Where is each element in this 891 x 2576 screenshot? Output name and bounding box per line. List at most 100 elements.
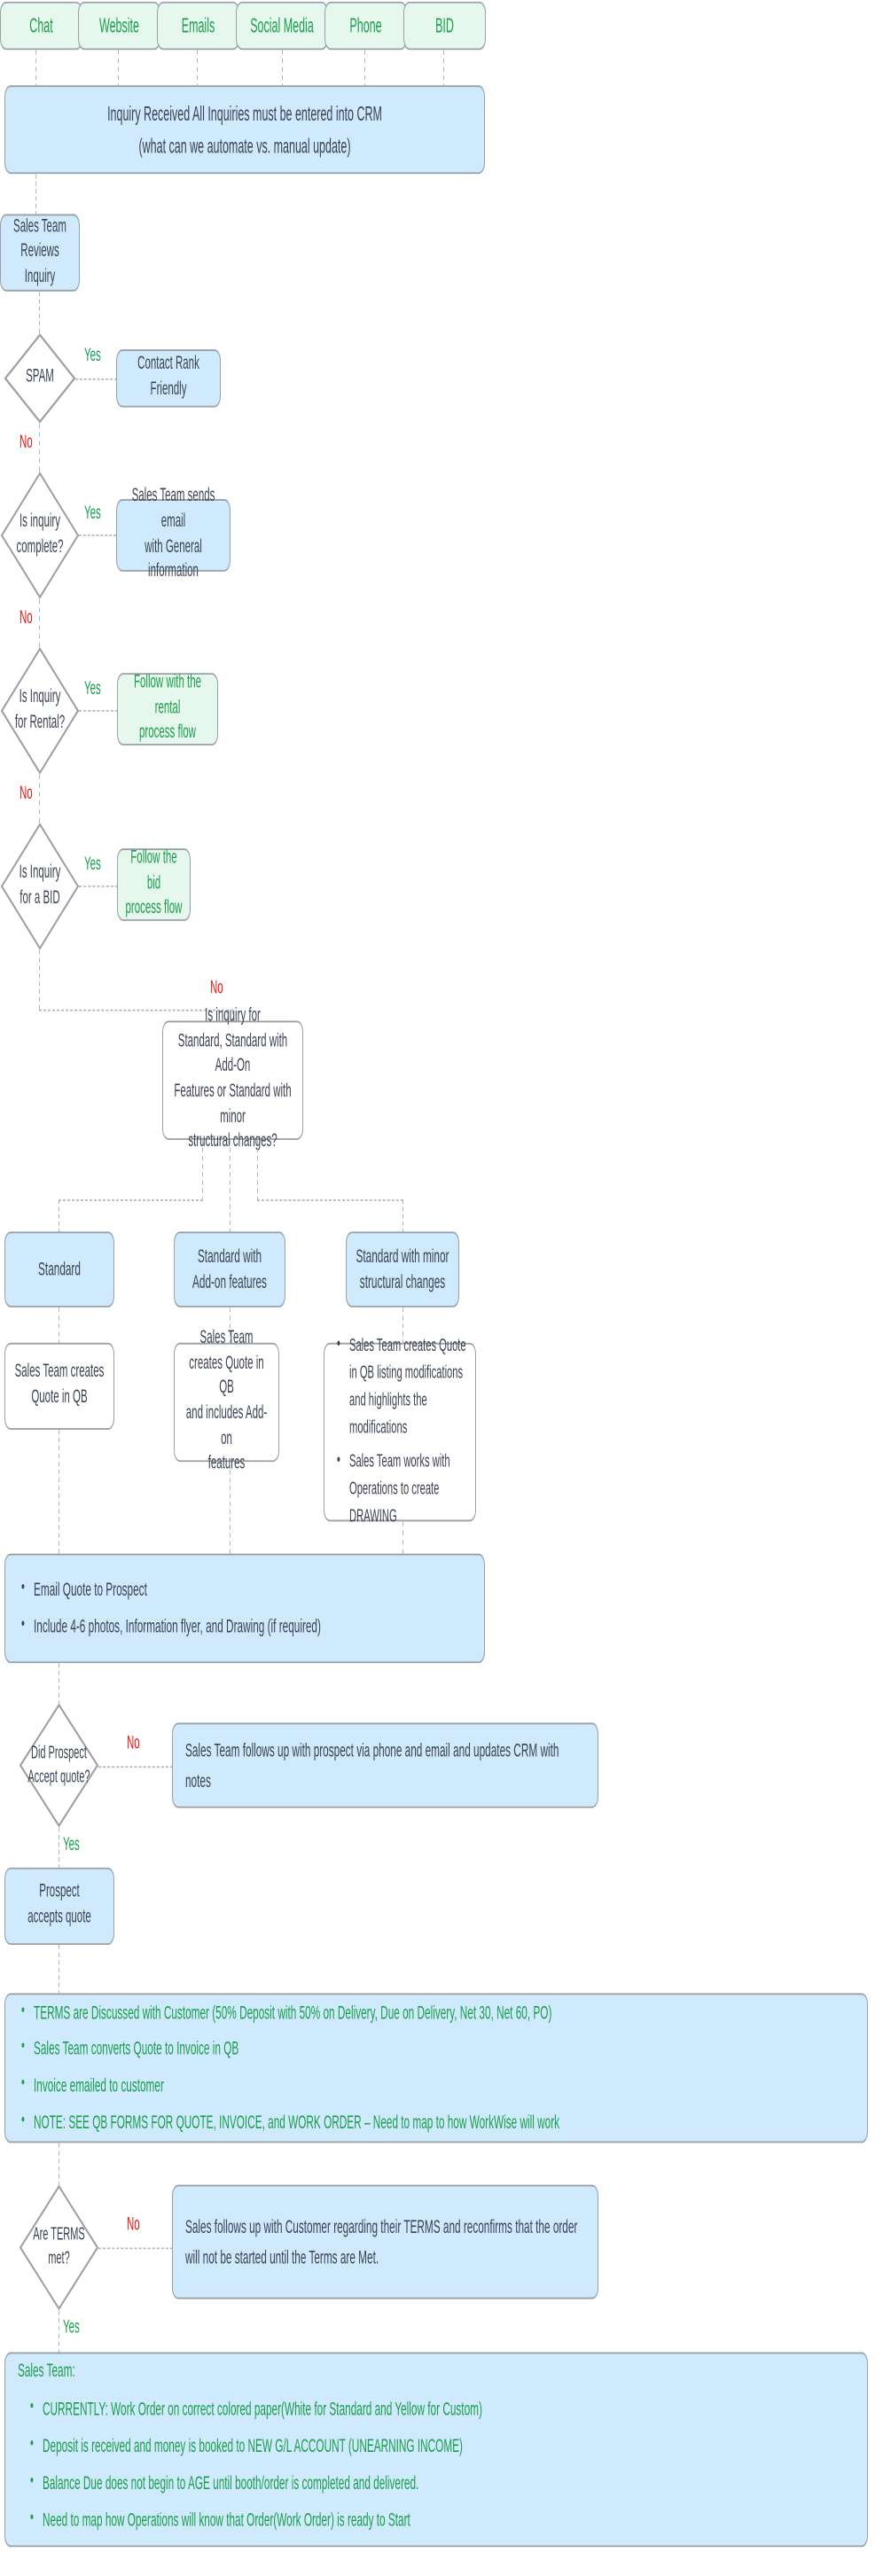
connector-chat [35,50,36,89]
terms-block-box: TERMS are Discussed with Customer (50% D… [4,1993,868,2143]
connector-complete-no [39,598,40,648]
edge-label-bid-no: No [210,979,223,999]
terms-followup-text: Sales follows up with Customer regarding… [185,2215,578,2268]
branch-header-line1: Standard with [197,1244,262,1267]
source-chip-bid[interactable]: BID [403,1,486,51]
connector-spam-yes [75,378,117,380]
connector-accept-no [98,1766,173,1768]
connector-review-to-spam [39,291,40,333]
diamond-shape-icon [1,647,79,775]
prospect-accepts-quote-box: Prospect accepts quote [4,1867,114,1946]
source-chip-chat[interactable]: Chat [0,1,82,51]
diamond-shape-icon [1,823,79,950]
prospect-accepts-line2: accepts quote [27,1908,91,1928]
connector-social [282,50,283,89]
terms-bullet: Invoice emailed to customer [21,2071,855,2101]
connector-bid-yes [79,885,118,887]
branch-header-standard-structural: Standard with minor structural changes [346,1231,459,1308]
connector-branch-right-across [257,1199,403,1201]
connector-emails [197,50,198,89]
source-chip-emails[interactable]: Emails [157,1,239,51]
branch-header-label: Standard [38,1256,81,1280]
standard-question-line2: Standard, Standard with Add-On [177,1032,288,1077]
edge-label-terms-yes: Yes [63,2318,80,2338]
diamond-shape-icon [20,1703,98,1828]
source-chip-website[interactable]: Website [78,1,160,51]
final-bullet: Need to map how Operations will know tha… [30,2504,855,2534]
edge-label-rental-yes: Yes [84,679,101,699]
decision-spam: SPAM [4,333,75,424]
decision-inquiry-complete: Is inquiry complete? [1,472,79,599]
source-chip-label: Emails [181,13,215,36]
terms-followup-box: Sales follows up with Customer regarding… [172,2184,598,2299]
connector-bid-no-into-question [232,1009,233,1023]
edge-label-terms-no: No [127,2215,140,2235]
branch-action-bullet: Sales Team creates Quote in QB listing m… [337,1331,466,1441]
general-information-box: Sales Team sends email with General info… [116,487,231,582]
diamond-shape-icon [1,472,79,599]
connector-bid-no-across [39,1009,233,1011]
contact-rank-label: Contact Rank Friendly [137,355,199,400]
source-chip-label: Chat [29,13,53,36]
connector-website [118,50,119,89]
decision-inquiry-bid: Is Inquiry for a BID [1,823,79,950]
prospect-accepts-line1: Prospect [39,1883,80,1902]
connector-rental-no [39,774,40,824]
connector-branch-left-across [59,1199,203,1201]
source-chip-phone[interactable]: Phone [324,1,407,51]
source-chip-label: Phone [349,13,382,36]
branch-action-line1: Sales Team creates [14,1362,105,1383]
branch-action-line4: features [207,1454,246,1473]
branch-action-line1: Sales Team [199,1329,254,1349]
branch-action-standard-structural: Sales Team creates Quote in QB listing m… [324,1331,476,1526]
final-bullet: Deposit is received and money is booked … [30,2432,855,2462]
email-quote-box: Email Quote to Prospect Include 4-6 phot… [4,1553,485,1664]
connector-bid [443,50,444,89]
connector-terms-no [98,2247,173,2250]
standard-question-line4: structural changes? [188,1131,277,1151]
edge-label-complete-yes: Yes [84,503,101,524]
source-chip-label: BID [435,13,454,36]
inquiry-received-box: Inquiry Received All Inquiries must be e… [4,85,485,175]
branch-header-line2: structural changes [359,1269,446,1292]
final-bullet: CURRENTLY: Work Order on correct colored… [30,2395,855,2424]
terms-bullet: TERMS are Discussed with Customer (50% D… [21,1997,855,2027]
branch-action-line2: Quote in QB [31,1387,88,1408]
connector-complete-yes [79,534,116,536]
standard-question-line3: Features or Standard with minor [174,1081,292,1127]
bid-process-flow-box: Follow the bid process flow [117,848,191,921]
followup-quote-text: Sales Team follows up with prospect via … [185,1738,559,1791]
branch-header-line1: Standard with minor [356,1244,449,1267]
final-sales-team-box: Sales Team: CURRENTLY: Work Order on cor… [4,2352,868,2548]
final-bullet: Balance Due does not begin to AGE until … [30,2468,855,2498]
connector-phone [364,50,365,89]
diamond-shape-icon [20,2184,98,2311]
source-chip-label: Website [99,13,139,36]
connector-rental-yes [79,709,118,712]
email-quote-bullet: Email Quote to Prospect [21,1574,472,1604]
branch-action-line3: and includes Add-on [185,1403,268,1448]
decision-terms-met: Are TERMS met? [20,2184,98,2311]
branch-action-bullet: Sales Team works with Operations to crea… [337,1448,466,1531]
connector-question-stub-left [202,1139,203,1201]
rental-flow-line1: Follow with the rental [133,673,202,718]
bid-flow-line1: Follow the bid [130,848,177,894]
branch-action-standard: Sales Team creates Quote in QB [4,1342,114,1430]
inquiry-received-line2: (what can we automate vs. manual update) [138,134,351,158]
general-info-line2: with General information [145,536,202,582]
edge-label-rental-no: No [20,784,33,804]
branch-action-line2: creates Quote in QB [189,1354,264,1399]
decision-inquiry-rental: Is Inquiry for Rental? [1,647,79,775]
edge-label-accept-yes: Yes [63,1835,80,1855]
sales-review-line2: Reviews Inquiry [20,241,59,286]
terms-bullet: Sales Team converts Quote to Invoice in … [21,2034,855,2064]
connector-addon-action-down [230,1462,231,1554]
source-chip-social-media[interactable]: Social Media [236,1,328,51]
branch-header-standard: Standard [4,1231,114,1308]
general-info-line1: Sales Team sends email [131,487,215,532]
followup-quote-box: Sales Team follows up with prospect via … [172,1722,598,1808]
inquiry-received-line1: Inquiry Received All Inquiries must be e… [107,102,382,125]
decision-prospect-accept: Did Prospect Accept quote? [20,1703,98,1828]
